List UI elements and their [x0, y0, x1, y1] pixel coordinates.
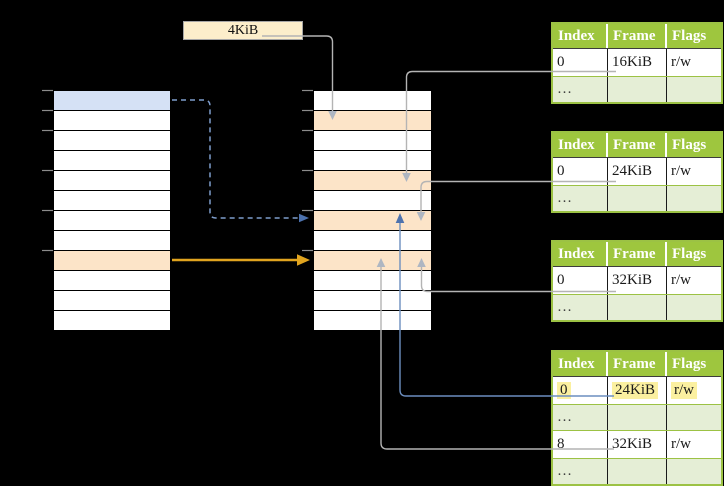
- column-header-index: Index: [553, 352, 608, 376]
- column-header-flags: Flags: [672, 246, 707, 262]
- ellipsis: …: [557, 463, 572, 479]
- table-row-ellipsis: …: [553, 404, 721, 430]
- frame-row: [314, 131, 431, 151]
- table-row: 0 24KiB r/w: [553, 157, 721, 185]
- arrowhead-dashed-into-frame-row-6: [299, 213, 309, 223]
- flags-value: r/w: [671, 436, 691, 452]
- page-table-3: Index Frame Flags 0 32KiB r/w …: [551, 240, 723, 322]
- frame-row: [314, 91, 431, 111]
- column-header-frame: Frame: [608, 133, 667, 157]
- frame-row: [314, 291, 431, 311]
- frame-row-page-table: [314, 251, 431, 271]
- index-value: 0: [557, 54, 565, 70]
- l2-entry-row: [54, 211, 170, 231]
- ellipsis: …: [557, 81, 572, 97]
- flags-value: r/w: [671, 163, 691, 179]
- table-row-ellipsis: …: [553, 185, 721, 211]
- column-header-frame: Frame: [608, 352, 667, 376]
- l2-page-table-column: [53, 90, 171, 331]
- index-value: 0: [557, 272, 565, 288]
- frame-row-page-table: [314, 171, 431, 191]
- table-row-ellipsis: …: [553, 458, 721, 484]
- flags-value: r/w: [671, 54, 691, 70]
- frame-row: [314, 151, 431, 171]
- table-row-ellipsis: …: [553, 76, 721, 102]
- l2-entry-row: [54, 191, 170, 211]
- ellipsis: …: [557, 299, 572, 315]
- l2-entry-row: [54, 131, 170, 151]
- l2-entry-row: [54, 231, 170, 251]
- frame-value: 32KiB: [612, 436, 653, 452]
- frame-row: [314, 311, 431, 330]
- column-header-frame: Frame: [608, 242, 667, 266]
- table-row: 0 16KiB r/w: [553, 48, 721, 76]
- frame-row-page-table: [314, 211, 431, 231]
- connector-l2-entry0-dashed: [172, 99, 299, 219]
- table-row: 0 32KiB r/w: [553, 266, 721, 294]
- column-header-flags: Flags: [672, 137, 707, 153]
- page-size-label: 4KiB: [183, 21, 303, 40]
- l2-entry-row-highlighted-orange: [54, 251, 170, 271]
- arrowhead-gold-into-frame-row-8: [297, 254, 310, 266]
- frame-value: 24KiB: [612, 163, 653, 179]
- page-table-4-header: Index Frame Flags: [553, 352, 721, 376]
- table-row-ellipsis: …: [553, 294, 721, 320]
- page-table-4: Index Frame Flags 0 24KiB r/w … 8 32KiB …: [551, 350, 723, 486]
- frame-value: 32KiB: [612, 272, 653, 288]
- l2-entry-row-highlighted-blue: [54, 91, 170, 111]
- flags-value: r/w: [671, 272, 691, 288]
- l2-entry-row: [54, 271, 170, 291]
- index-value: 8: [557, 436, 565, 452]
- table-row-highlighted: 0 24KiB r/w: [553, 376, 721, 404]
- ellipsis: …: [557, 409, 572, 425]
- column-header-index: Index: [553, 242, 608, 266]
- column-header-flags: Flags: [672, 356, 707, 372]
- physical-memory-column: [313, 90, 432, 331]
- column-header-frame: Frame: [608, 24, 667, 48]
- frame-row-page-table: [314, 111, 431, 131]
- index-value: 0: [557, 163, 565, 179]
- flags-value-highlighted: r/w: [671, 382, 697, 399]
- frame-row: [314, 231, 431, 251]
- table-row: 8 32KiB r/w: [553, 430, 721, 458]
- frame-value-highlighted: 24KiB: [612, 382, 659, 399]
- ellipsis: …: [557, 190, 572, 206]
- column-header-index: Index: [553, 133, 608, 157]
- l2-entry-row: [54, 291, 170, 311]
- frame-row: [314, 191, 431, 211]
- l2-entry-row: [54, 311, 170, 330]
- column-header-index: Index: [553, 24, 608, 48]
- page-table-3-header: Index Frame Flags: [553, 242, 721, 266]
- column-header-flags: Flags: [672, 28, 707, 44]
- frame-value: 16KiB: [612, 54, 653, 70]
- l2-entry-row: [54, 171, 170, 191]
- page-table-2-header: Index Frame Flags: [553, 133, 721, 157]
- page-table-1-header: Index Frame Flags: [553, 24, 721, 48]
- page-table-2: Index Frame Flags 0 24KiB r/w …: [551, 131, 723, 213]
- frame-row: [314, 271, 431, 291]
- page-table-1: Index Frame Flags 0 16KiB r/w …: [551, 22, 723, 104]
- l2-entry-row: [54, 111, 170, 131]
- index-value-highlighted: 0: [557, 382, 571, 399]
- l2-entry-row: [54, 151, 170, 171]
